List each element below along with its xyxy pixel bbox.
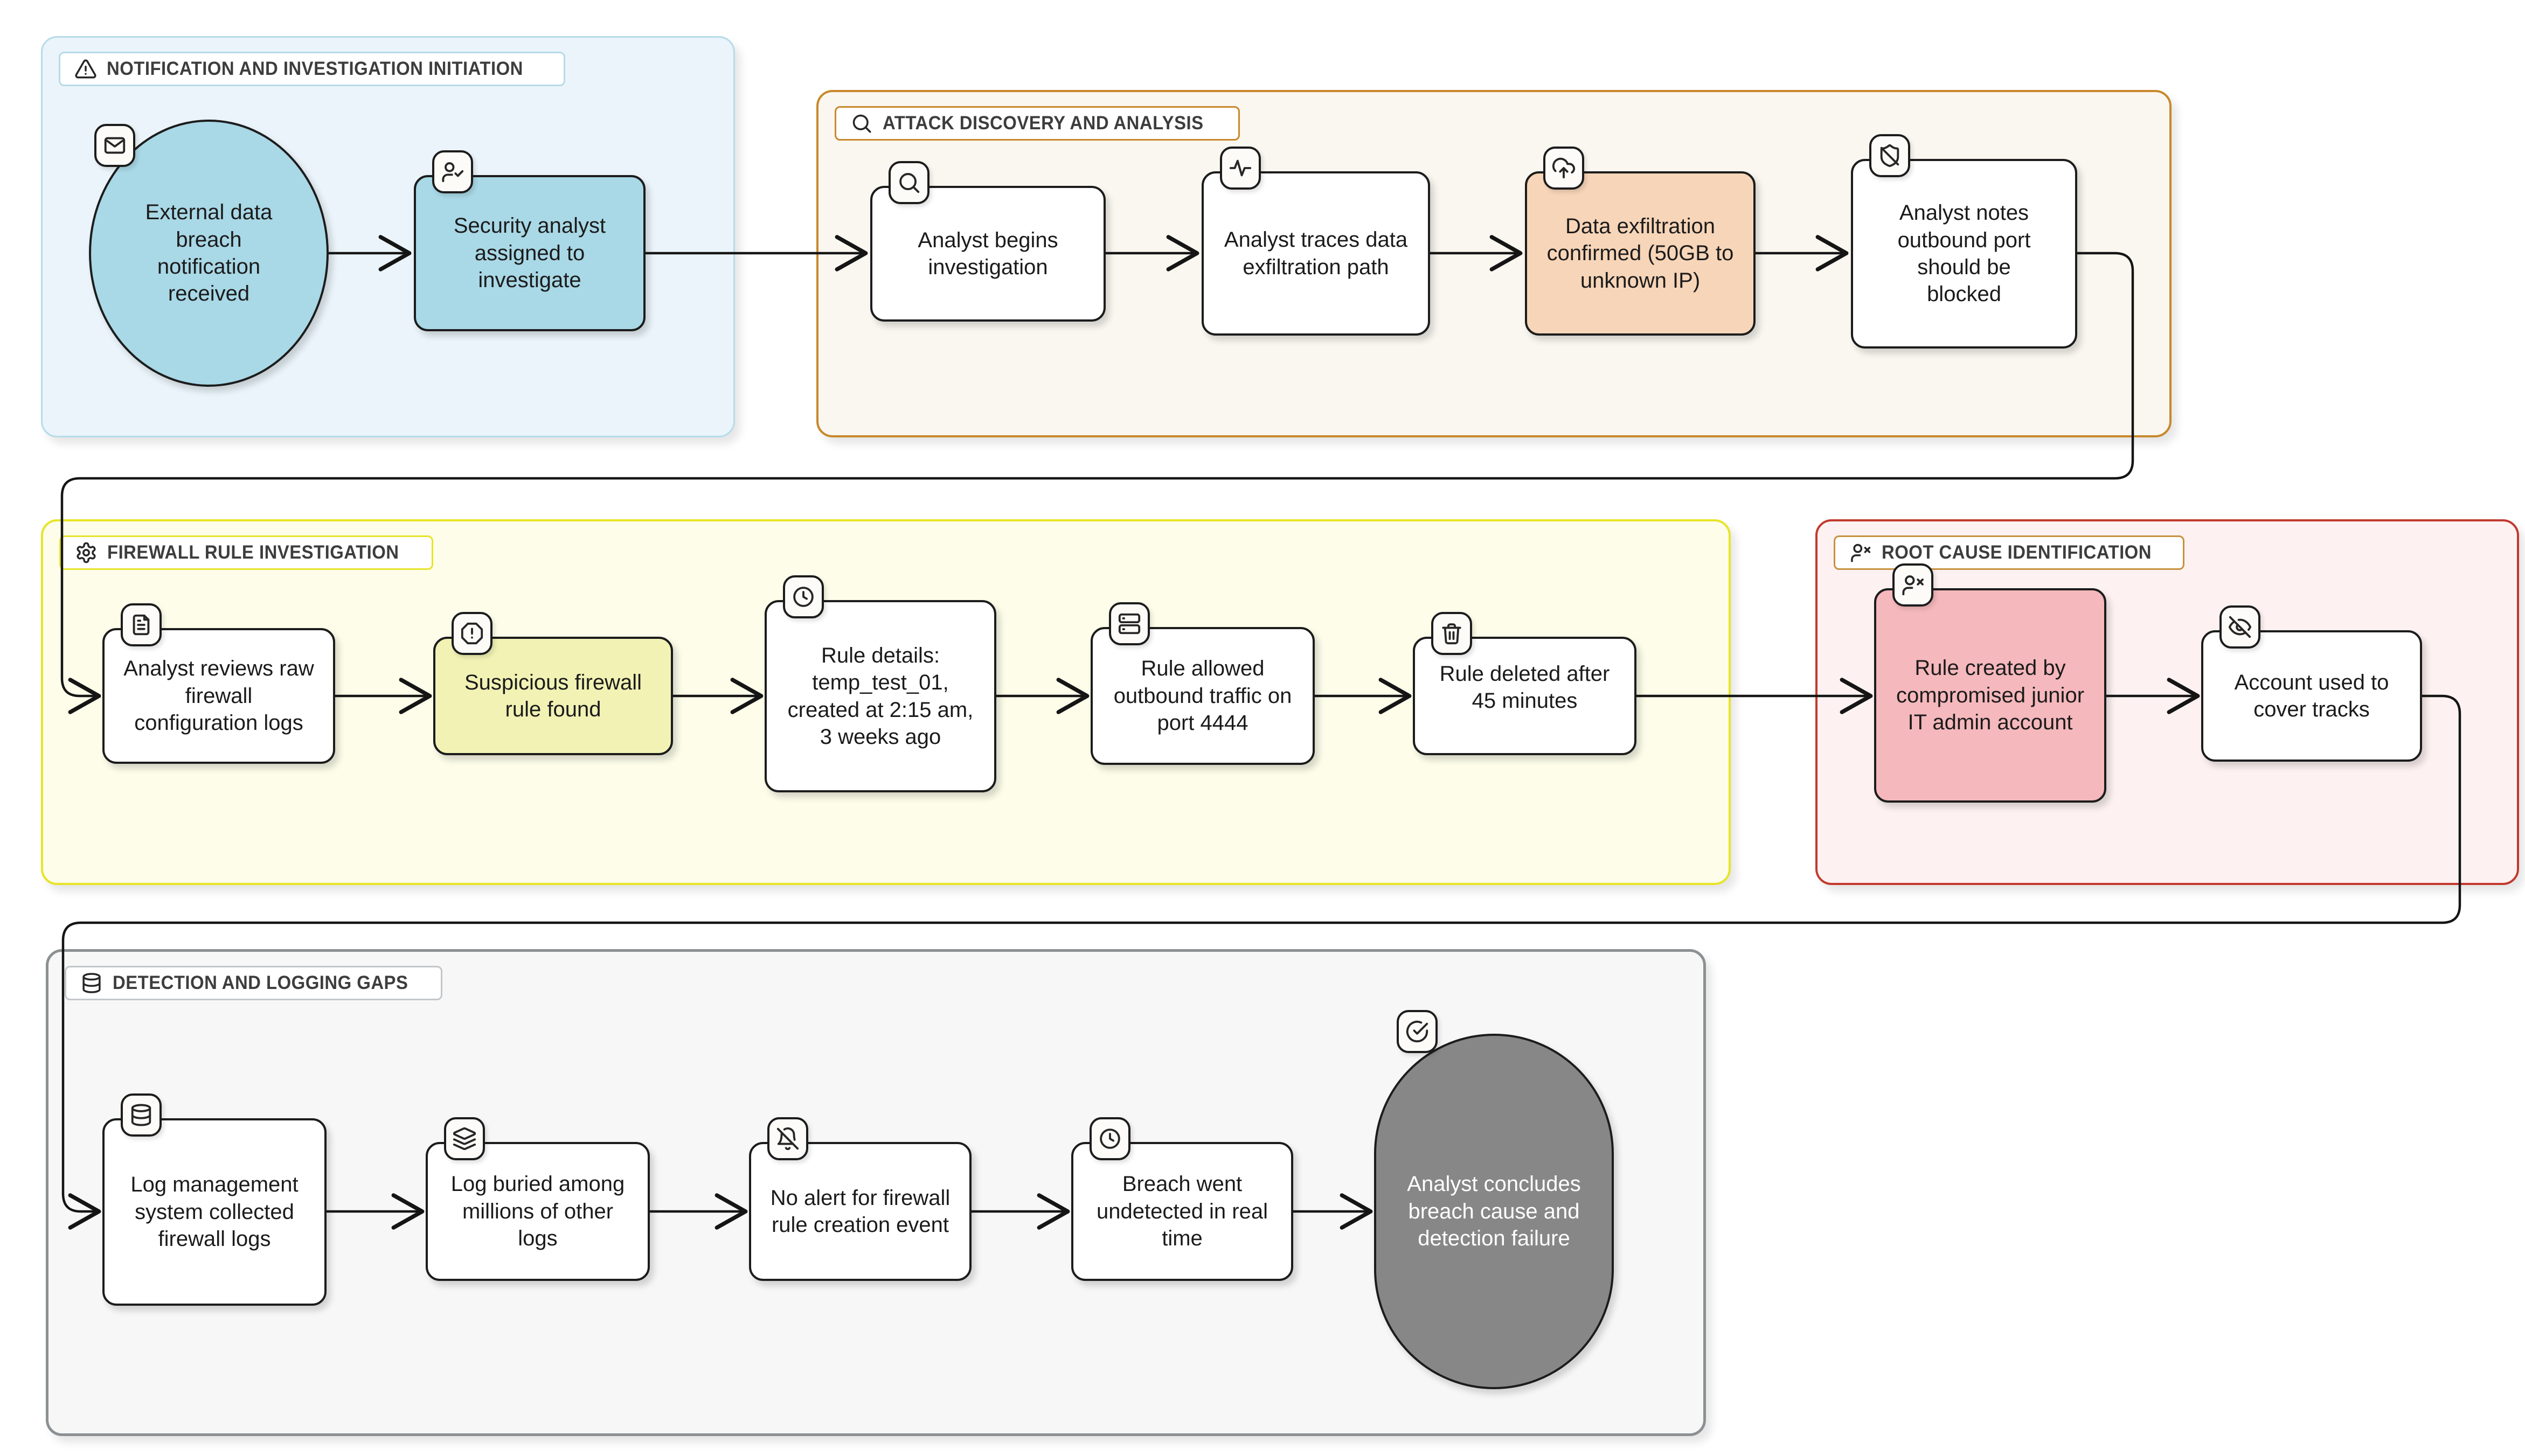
node-icon-badge xyxy=(121,1093,162,1137)
node-analyst-concludes: Analyst concludes breach cause and detec… xyxy=(1374,1010,1614,1389)
node-label: Rule details: temp_test_01, created at 2… xyxy=(787,643,974,749)
node-label: Rule allowed outbound traffic on port 44… xyxy=(1113,657,1292,735)
activity-icon xyxy=(1228,156,1253,180)
node-icon-badge xyxy=(2219,605,2260,649)
node-log-buried: Log buried among millions of other logs xyxy=(426,1117,650,1281)
section-title: NOTIFICATION AND INVESTIGATION INITIATIO… xyxy=(107,58,523,79)
gear-icon xyxy=(75,541,98,564)
node-icon-badge xyxy=(1090,1117,1130,1160)
node-label: Log buried among millions of other logs xyxy=(450,1172,625,1251)
node-icon-badge xyxy=(783,575,824,618)
node-icon-badge xyxy=(452,612,492,655)
check-circle-icon xyxy=(1405,1019,1430,1044)
server-icon xyxy=(1117,611,1142,636)
node-exfiltration-confirmed: Data exfiltration confirmed (50GB to unk… xyxy=(1525,147,1756,336)
node-label: Rule created by compromised junior IT ad… xyxy=(1896,656,2085,735)
node-icon-badge xyxy=(1892,563,1933,607)
layers-icon xyxy=(452,1126,477,1151)
node-analyst-begins-investigation: Analyst begins investigation xyxy=(870,161,1106,322)
node-log-management-system: Log management system collected firewall… xyxy=(102,1093,327,1306)
database-icon xyxy=(129,1103,154,1127)
user-check-icon xyxy=(440,159,465,184)
search-icon xyxy=(850,112,873,135)
node-icon-badge xyxy=(121,603,162,646)
clock-icon xyxy=(791,584,816,609)
node-rule-allowed-port-4444: Rule allowed outbound traffic on port 44… xyxy=(1091,602,1315,765)
node-icon-badge xyxy=(1431,612,1472,655)
section-title-badge: ATTACK DISCOVERY AND ANALYSIS xyxy=(835,106,1240,141)
node-icon-badge xyxy=(94,124,135,167)
node-suspicious-rule-found: Suspicious firewall rule found xyxy=(433,612,673,755)
mail-icon xyxy=(102,133,127,158)
node-icon-badge xyxy=(432,150,473,193)
node-analyst-assigned: Security analyst assigned to investigate xyxy=(414,150,646,331)
section-title: FIREWALL RULE INVESTIGATION xyxy=(107,542,399,563)
node-reviews-firewall-logs: Analyst reviews raw firewall configurati… xyxy=(102,603,335,764)
database-icon xyxy=(80,972,103,994)
node-rule-deleted: Rule deleted after 45 minutes xyxy=(1413,612,1636,755)
node-rule-details: Rule details: temp_test_01, created at 2… xyxy=(765,575,996,792)
section-title: ATTACK DISCOVERY AND ANALYSIS xyxy=(883,113,1204,134)
node-label: Suspicious firewall rule found xyxy=(464,670,642,721)
node-no-alert-for-rule-creation: No alert for firewall rule creation even… xyxy=(749,1117,972,1281)
file-text-icon xyxy=(129,612,154,637)
node-label: No alert for firewall rule creation even… xyxy=(770,1186,951,1237)
node-icon-badge xyxy=(1397,1010,1438,1053)
node-label: Analyst notes outbound port should be bl… xyxy=(1897,201,2031,306)
node-icon-badge xyxy=(1543,147,1584,190)
section-title-badge: FIREWALL RULE INVESTIGATION xyxy=(59,535,434,570)
node-icon-badge xyxy=(444,1117,485,1160)
node-label: Data exfiltration confirmed (50GB to unk… xyxy=(1546,214,1734,292)
node-label: External data breach notification receiv… xyxy=(145,200,273,306)
node-external-breach-notification: External data breach notification receiv… xyxy=(89,120,329,387)
node-label: Analyst concludes breach cause and detec… xyxy=(1407,1172,1581,1251)
section-title-badge: NOTIFICATION AND INVESTIGATION INITIATIO… xyxy=(59,52,566,86)
upload-cloud-icon xyxy=(1551,156,1576,180)
node-breach-undetected: Breach went undetected in real time xyxy=(1071,1117,1293,1281)
user-x-icon xyxy=(1849,541,1872,564)
node-label: Security analyst assigned to investigate xyxy=(453,214,606,292)
eye-off-icon xyxy=(2228,615,2252,639)
alert-octagon-icon xyxy=(460,621,484,646)
trash-icon xyxy=(1439,621,1464,646)
user-x-icon xyxy=(1900,573,1925,597)
node-outbound-port-should-be-blocked: Analyst notes outbound port should be bl… xyxy=(1851,134,2077,349)
node-icon-badge xyxy=(767,1117,808,1160)
clock-icon xyxy=(1098,1126,1122,1151)
node-icon-badge xyxy=(1109,602,1150,645)
section-title-badge: DETECTION AND LOGGING GAPS xyxy=(65,966,443,1000)
shield-off-icon xyxy=(1877,143,1902,168)
section-title-badge: ROOT CAUSE IDENTIFICATION xyxy=(1834,535,2184,570)
node-label: Account used to cover tracks xyxy=(2234,670,2389,721)
node-rule-created-by-compromised-account: Rule created by compromised junior IT ad… xyxy=(1874,563,2106,803)
node-label: Log management system collected firewall… xyxy=(130,1173,299,1251)
node-label: Breach went undetected in real time xyxy=(1096,1172,1268,1251)
node-label: Analyst begins investigation xyxy=(918,228,1058,279)
node-icon-badge xyxy=(889,161,929,204)
node-icon-badge xyxy=(1869,134,1910,177)
search-icon xyxy=(897,170,921,195)
section-title: ROOT CAUSE IDENTIFICATION xyxy=(1882,542,2152,563)
node-label: Analyst reviews raw firewall configurati… xyxy=(123,657,314,735)
node-account-used-to-cover-tracks: Account used to cover tracks xyxy=(2201,605,2422,762)
node-label: Analyst traces data exfiltration path xyxy=(1224,228,1408,279)
bell-off-icon xyxy=(775,1126,800,1151)
node-traces-exfiltration-path: Analyst traces data exfiltration path xyxy=(1202,147,1430,336)
alert-triangle-icon xyxy=(74,58,97,80)
node-label: Rule deleted after 45 minutes xyxy=(1439,662,1610,713)
node-icon-badge xyxy=(1220,147,1261,190)
section-title: DETECTION AND LOGGING GAPS xyxy=(113,972,408,993)
